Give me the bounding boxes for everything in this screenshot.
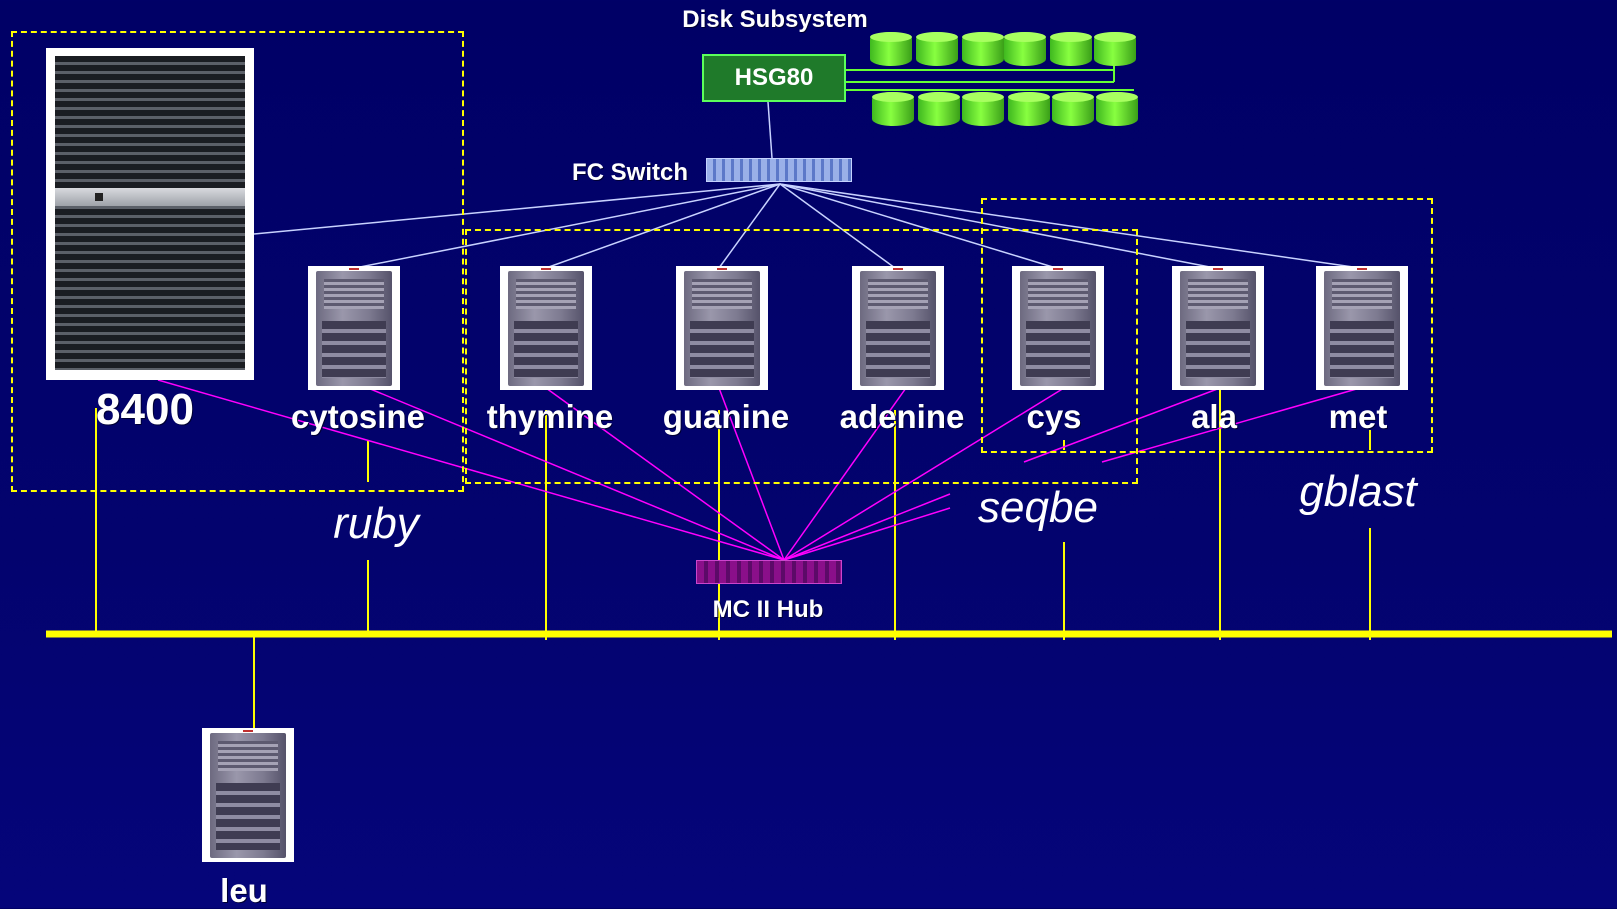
disk-icon: [1050, 32, 1092, 66]
disk-icon: [872, 92, 914, 126]
disk-icon: [1094, 32, 1136, 66]
disk-icon: [1004, 32, 1046, 66]
cluster-box-seqbe: [465, 229, 1138, 484]
cluster-label-seqbe: seqbe: [978, 483, 1098, 532]
disk-icon: [916, 32, 958, 66]
disk-subsystem-label: Disk Subsystem: [682, 6, 868, 33]
server-icon-ala: [1172, 266, 1264, 390]
server-label-cys: cys: [1026, 398, 1082, 435]
bus-drops: [95, 390, 1371, 728]
mc-hub-icon: [696, 560, 842, 584]
disk-icon: [1052, 92, 1094, 126]
fc-switch-icon: [706, 158, 852, 182]
disk-links: [846, 62, 1134, 91]
fc-links: [253, 101, 1361, 269]
cluster-box-gblast: [981, 198, 1433, 453]
server-label-guanine: guanine: [662, 398, 790, 435]
server-icon-guanine: [676, 266, 768, 390]
server-icon-leu: [202, 728, 294, 862]
server-label-leu: leu: [220, 872, 268, 909]
disk-icon: [962, 92, 1004, 126]
cluster-label-ruby: ruby: [333, 499, 419, 548]
server-label-adenine: adenine: [839, 398, 965, 435]
server-label-met: met: [1328, 398, 1388, 435]
disk-icon: [962, 32, 1004, 66]
hsg80-label: HSG80: [734, 64, 814, 91]
server-label-thymine: thymine: [486, 398, 614, 435]
rack-server-icon: [46, 48, 254, 380]
disk-icon: [1008, 92, 1050, 126]
cluster-box-ruby: [11, 31, 464, 492]
server-icon-met: [1316, 266, 1408, 390]
fc-switch-label: FC Switch: [572, 159, 689, 186]
hsg80-controller: HSG80: [702, 54, 846, 102]
server-icon-adenine: [852, 266, 944, 390]
server-label-ala: ala: [1191, 398, 1237, 435]
server-label-cytosine: cytosine: [291, 398, 425, 435]
disk-icon: [870, 32, 912, 66]
server-label-8400: 8400: [96, 385, 194, 434]
server-icon-cytosine: [308, 266, 400, 390]
server-icon-cys: [1012, 266, 1104, 390]
disk-icon: [918, 92, 960, 126]
disk-icon: [1096, 92, 1138, 126]
mc-hub-label: MC II Hub: [712, 596, 824, 623]
mc-links: [157, 379, 1361, 561]
cluster-label-gblast: gblast: [1299, 467, 1417, 516]
server-icon-thymine: [500, 266, 592, 390]
